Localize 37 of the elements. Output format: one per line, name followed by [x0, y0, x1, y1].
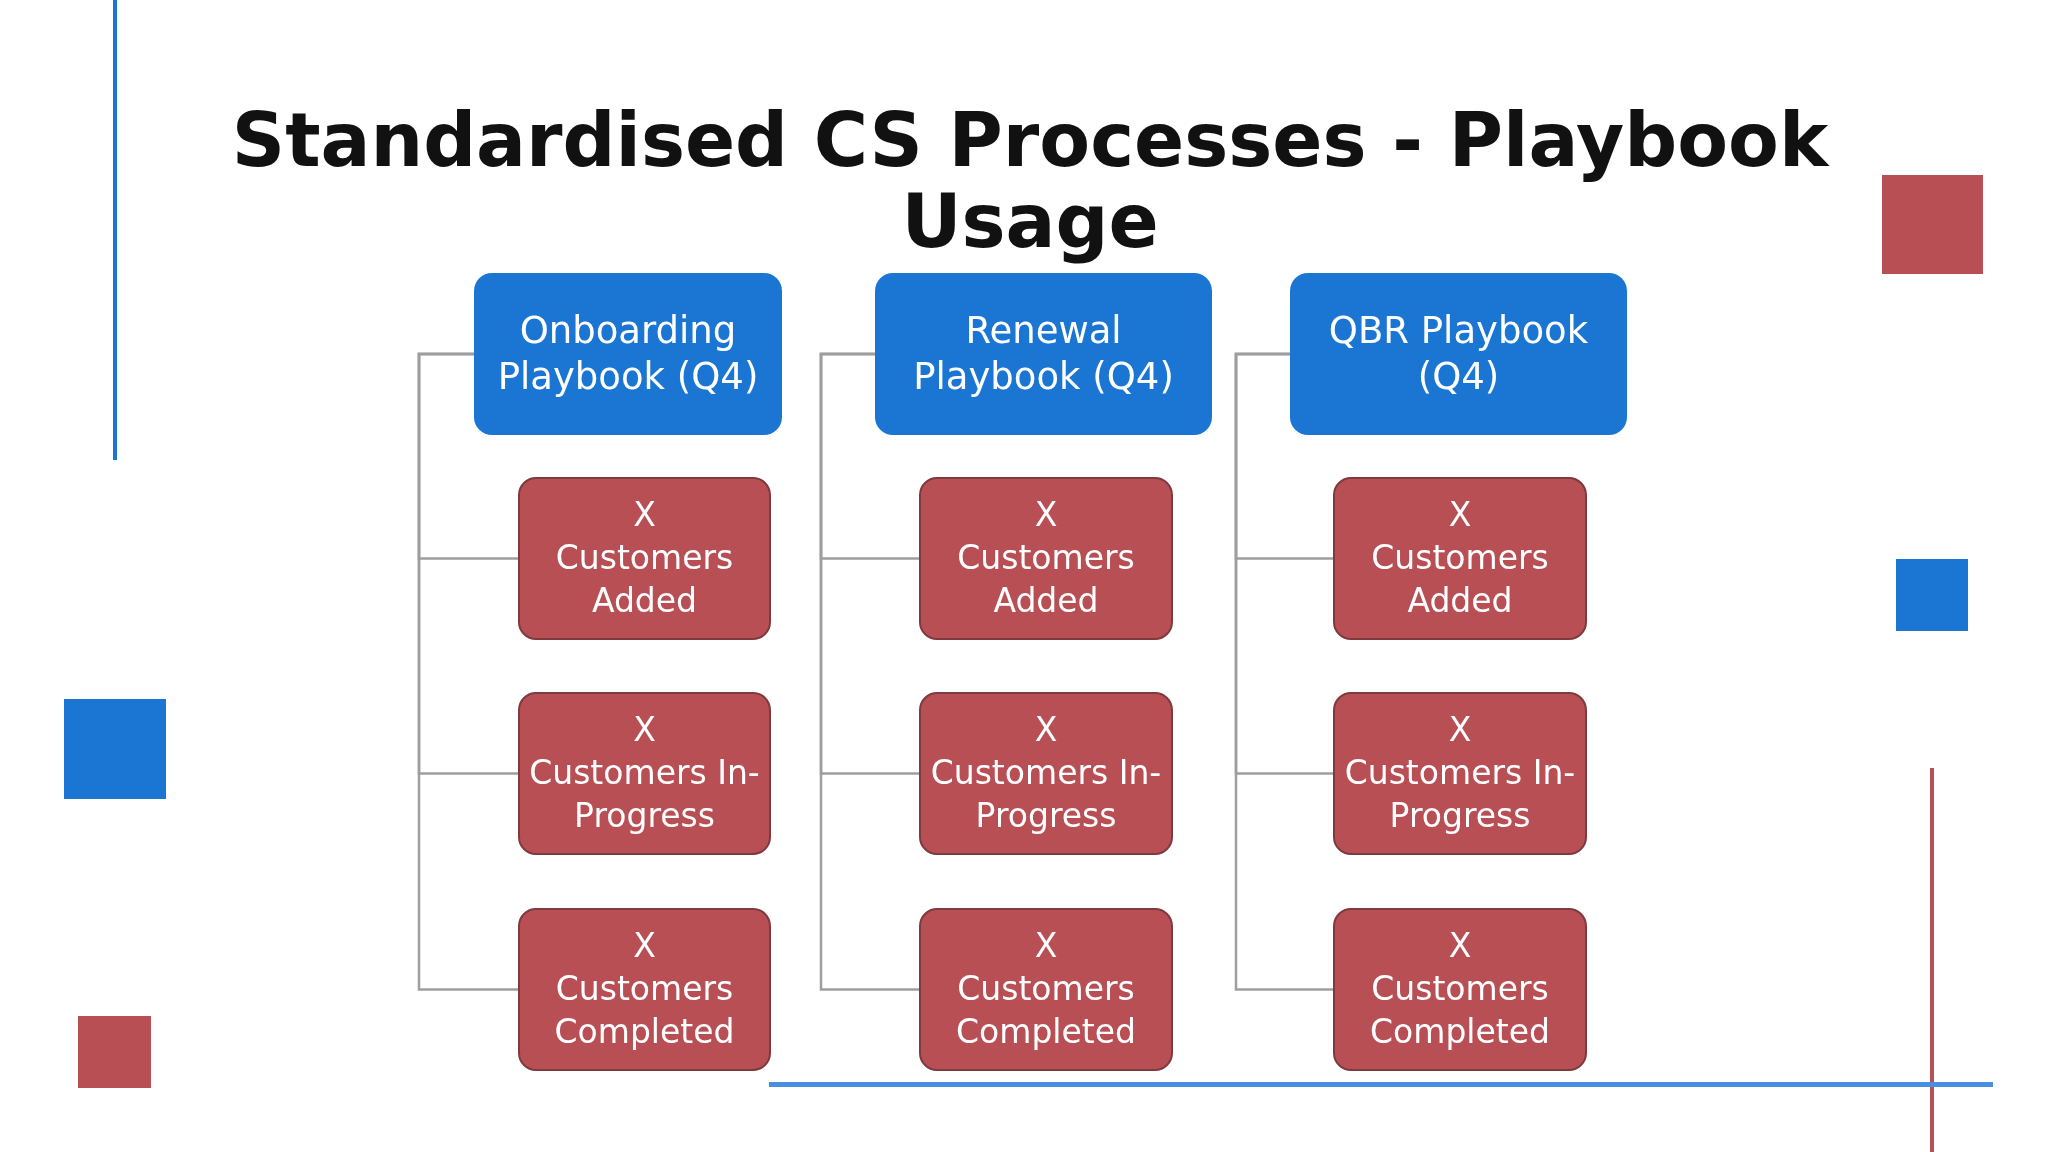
- count-text: X: [1448, 925, 1472, 968]
- count-text: X: [633, 925, 656, 968]
- header-text: Onboarding Playbook (Q4): [496, 307, 760, 400]
- status-card: [518, 477, 771, 640]
- connector-line: [819, 352, 919, 991]
- status-text: Customers Completed: [553, 968, 736, 1053]
- connector-line: [1234, 352, 1333, 991]
- status-card: [1333, 908, 1587, 1071]
- status-card: [1333, 477, 1587, 640]
- playbook-header: [474, 273, 782, 435]
- status-card: [919, 908, 1173, 1071]
- status-text: Customers In-Progress: [528, 752, 761, 837]
- count-text: X: [1448, 709, 1472, 752]
- status-text: Customers Added: [1370, 537, 1550, 622]
- title: Standardised CS Processes - Playbook Usage: [230, 100, 1831, 263]
- status-card: [919, 692, 1173, 855]
- status-text: Customers In-Progress: [1343, 752, 1577, 837]
- playbook-header: [875, 273, 1212, 435]
- connector-line: [417, 352, 518, 991]
- count-text: X: [1034, 925, 1058, 968]
- playbook-header: [1290, 273, 1627, 435]
- status-card: [518, 908, 771, 1071]
- header-text: Renewal Playbook (Q4): [912, 307, 1175, 400]
- header-text: QBR Playbook (Q4): [1327, 307, 1590, 400]
- status-text: Customers In-Progress: [929, 752, 1163, 837]
- status-card: [1333, 692, 1587, 855]
- count-text: X: [1034, 494, 1058, 537]
- status-text: Customers Completed: [955, 968, 1137, 1053]
- count-text: X: [1448, 494, 1472, 537]
- status-card: [518, 692, 771, 855]
- status-text: Customers Completed: [1369, 968, 1551, 1053]
- count-text: X: [633, 709, 656, 752]
- status-card: [919, 477, 1173, 640]
- status-text: Customers Added: [956, 537, 1136, 622]
- count-text: X: [1034, 709, 1058, 752]
- status-text: Customers Added: [554, 537, 735, 622]
- count-text: X: [633, 494, 656, 537]
